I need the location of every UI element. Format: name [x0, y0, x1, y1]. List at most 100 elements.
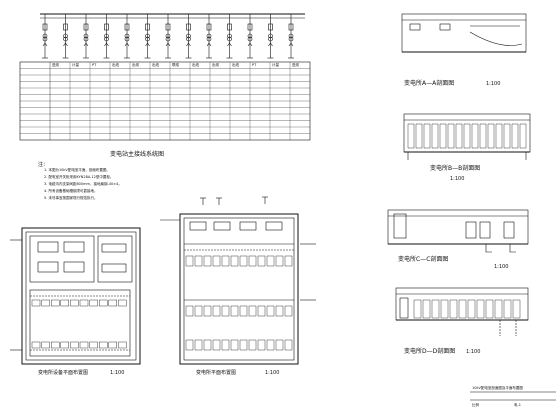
cabinet — [230, 255, 239, 267]
cabinet — [257, 255, 266, 267]
note-5: 5. 未尽事宜按国家现行规范执行。 — [44, 196, 98, 200]
cabinet — [31, 341, 41, 349]
feeder-3 — [83, 14, 89, 59]
cabinet — [239, 255, 248, 267]
cabinet — [463, 123, 471, 149]
table-column-header: 计量 — [72, 63, 79, 67]
cabinet — [248, 339, 257, 351]
section-b-drawing — [403, 113, 531, 160]
cabinet — [70, 341, 79, 349]
cabinet — [221, 305, 230, 317]
cabinet — [413, 299, 422, 319]
cabinet — [422, 299, 431, 319]
cabinet — [194, 305, 203, 317]
cabinet — [447, 123, 455, 149]
cabinet — [458, 299, 467, 319]
cabinet — [230, 305, 239, 317]
single-line-diagram — [40, 13, 305, 59]
cabinet — [423, 123, 431, 149]
feeder-11 — [247, 14, 253, 59]
section-a-drawing — [401, 13, 527, 53]
cabinet — [221, 255, 230, 267]
cabinet — [212, 305, 221, 317]
cabinet — [212, 255, 221, 267]
feeder-10 — [226, 14, 233, 59]
cabinet — [284, 305, 293, 317]
table-column-header: 进线 — [292, 63, 299, 67]
equipment-table — [19, 61, 311, 141]
single-line-table-title: 变电站主接线系统图 — [110, 151, 165, 158]
table-column-header: 计量 — [272, 63, 279, 67]
cabinet — [476, 299, 485, 319]
cabinet — [185, 339, 194, 351]
section-c-scale: 1:100 — [494, 264, 509, 270]
cabinet — [203, 255, 212, 267]
cabinet — [79, 341, 89, 349]
cabinet — [275, 339, 284, 351]
feeder-12 — [267, 14, 274, 59]
cabinet — [108, 299, 118, 307]
cabinet — [449, 299, 458, 319]
table-column-header: PT — [92, 63, 97, 67]
cabinet — [503, 299, 512, 319]
cabinet — [60, 341, 69, 349]
cabinet — [266, 339, 275, 351]
section-c-title: 变电所C—C剖面图 — [398, 256, 449, 263]
scale-label: 比例 — [472, 403, 479, 407]
title-block-text: 10kV配电室剖面图及平面布置图 — [472, 386, 523, 390]
feeder-8 — [185, 14, 192, 59]
cabinet — [194, 339, 203, 351]
cabinet — [440, 299, 449, 319]
cabinet — [275, 255, 284, 267]
table-column-header: 出线 — [132, 63, 139, 67]
cabinet — [257, 339, 266, 351]
cabinet — [60, 299, 69, 307]
sheet-number: 电-1 — [514, 403, 521, 407]
cabinet — [431, 299, 440, 319]
cabinet — [239, 305, 248, 317]
cabinet — [194, 255, 203, 267]
feeder-1 — [42, 14, 48, 59]
cabinet — [503, 123, 511, 149]
cabinet — [98, 341, 108, 349]
cabinet — [79, 299, 89, 307]
cabinet — [118, 299, 127, 307]
feeder-13 — [288, 14, 294, 59]
cabinet — [471, 123, 479, 149]
section-b-scale: 1:100 — [450, 176, 465, 182]
cabinet — [185, 305, 194, 317]
table-column-header: 出线 — [192, 63, 199, 67]
table-column-header: 出线 — [232, 63, 239, 67]
cabinet — [41, 299, 50, 307]
section-a-scale: 1:100 — [486, 81, 501, 87]
cabinet — [439, 123, 447, 149]
cabinet — [51, 299, 60, 307]
cabinet — [284, 255, 293, 267]
notes-title: 注： — [38, 162, 49, 168]
cabinet — [203, 305, 212, 317]
title-block — [470, 391, 556, 401]
feeder-2 — [62, 14, 69, 59]
cabinet — [266, 305, 275, 317]
cabinet — [89, 341, 98, 349]
cabinet — [519, 123, 527, 149]
section-a-title: 变电所A—A剖面图 — [404, 80, 455, 87]
cabinet — [248, 305, 257, 317]
table-column-header: 出线 — [212, 63, 219, 67]
table-column-header: 进线 — [52, 63, 59, 67]
cabinet — [467, 299, 476, 319]
cabinet — [415, 123, 423, 149]
cabinet — [118, 341, 127, 349]
cabinet — [98, 299, 108, 307]
cabinet — [31, 299, 41, 307]
cabinet — [266, 255, 275, 267]
cabinet — [257, 305, 266, 317]
section-c-drawing — [387, 209, 529, 253]
cabinet — [495, 123, 503, 149]
cabinet — [494, 299, 503, 319]
cabinet — [485, 299, 494, 319]
left-plan-title: 变电所设备平面布置图 — [38, 370, 89, 376]
table-column-header: 联络 — [172, 63, 179, 67]
cabinet — [511, 123, 519, 149]
